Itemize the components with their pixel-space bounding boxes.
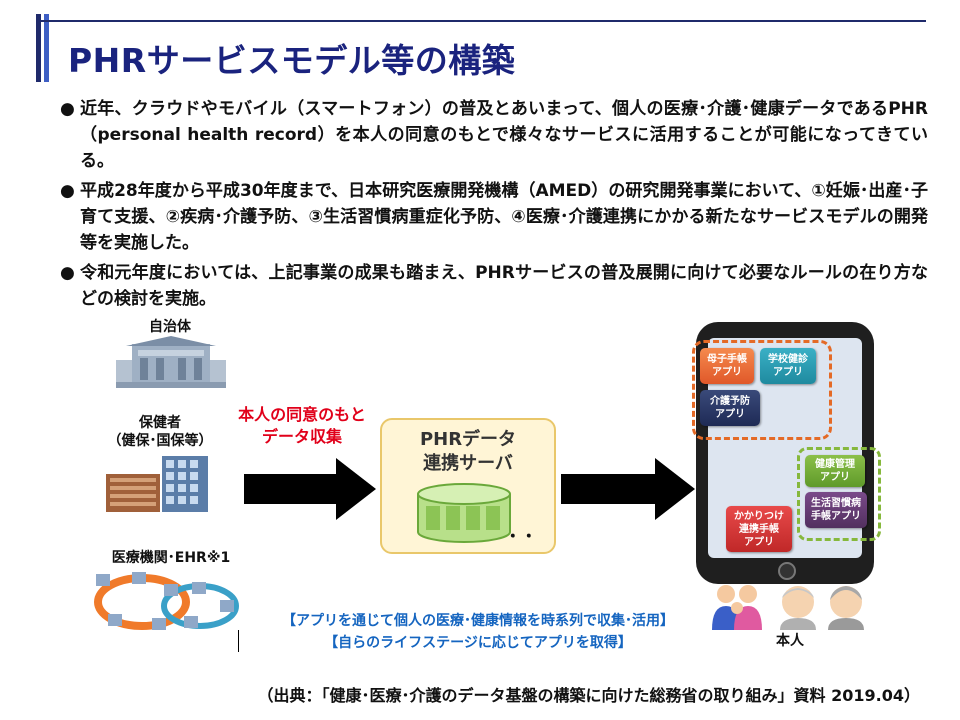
arrow-right-icon [244, 458, 376, 520]
server-title: PHRデータ 連携サーバ [419, 429, 517, 474]
home-button-icon [778, 562, 796, 580]
bullet-item: ●令和元年度においては、上記事業の成果も踏まえ、PHRサービスの普及展開に向けて… [60, 260, 928, 312]
medical-network-icon [94, 572, 239, 630]
health-app-group [797, 447, 881, 541]
app-usage-note: 【アプリを通じて個人の医療･健康情報を時系列で収集･活用】 【自らのライフステー… [282, 613, 674, 651]
care-prevention-app[interactable]: 介護予防アプリ [700, 390, 760, 426]
insurer-label: 保健者 （健保･国保等） [107, 415, 213, 449]
school-checkup-app[interactable]: 学校健診アプリ [760, 348, 816, 384]
office-building-icon [106, 456, 208, 512]
title-accent-bar-light [44, 14, 49, 82]
server-ellipsis: ．． [508, 518, 550, 542]
bullet-item: ●平成28年度から平成30年度まで、日本研究医療開発機構（AMED）の研究開発事… [60, 178, 928, 256]
lifestyle-disease-app[interactable]: 生活習慣病手帳アプリ [805, 492, 867, 528]
life-stage-app-group [692, 340, 832, 440]
family-people-icon [712, 585, 864, 630]
maternal-handbook-app[interactable]: 母子手帳アプリ [700, 348, 754, 384]
municipality-label: 自治体 [149, 319, 191, 335]
title-rule [36, 20, 926, 22]
medical-institution-label: 医療機関･EHR※1 [111, 550, 231, 566]
bullet-mark: ● [60, 181, 75, 201]
page-title: PHRサービスモデル等の構築 [68, 41, 516, 80]
note-divider [238, 630, 239, 652]
family-doctor-app[interactable]: かかりつけ連携手帳アプリ [726, 506, 792, 552]
municipality-building-icon [116, 336, 226, 388]
person-label: 本人 [776, 633, 804, 649]
bullet-list: ●近年、クラウドやモバイル（スマートフォン）の普及とあいまって、個人の医療･介護… [60, 96, 928, 316]
consent-label: 本人の同意のもと データ収集 [238, 405, 366, 446]
source-citation: （出典：「健康･医療･介護のデータ基盤の構築に向けた総務省の取り組み」資料 20… [257, 686, 920, 705]
title-accent-bar [36, 14, 41, 82]
health-management-app[interactable]: 健康管理アプリ [805, 455, 865, 487]
phr-data-server: PHRデータ 連携サーバ ．． [380, 418, 556, 554]
arrow-right-icon [561, 458, 695, 520]
bullet-item: ●近年、クラウドやモバイル（スマートフォン）の普及とあいまって、個人の医療･介護… [60, 96, 928, 174]
database-icon [417, 483, 511, 543]
bullet-mark: ● [60, 263, 75, 283]
bullet-mark: ● [60, 99, 75, 119]
